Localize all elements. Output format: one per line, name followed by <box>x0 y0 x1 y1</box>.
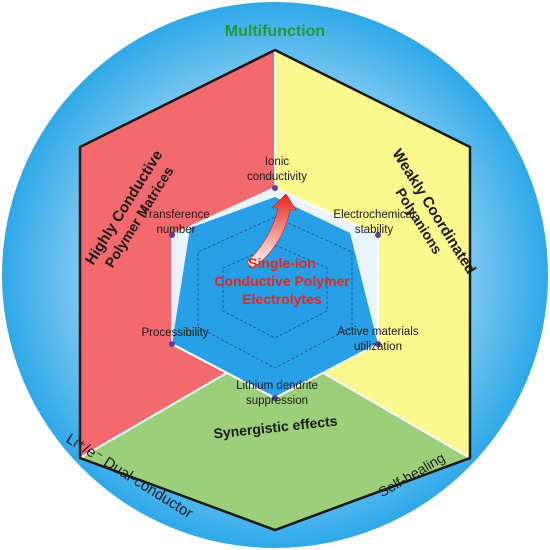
axis-label-transference-1: Transference <box>142 209 209 221</box>
axis-label-active-1: Active materials <box>337 326 418 338</box>
axis-label-electrochemical-2: stability <box>355 224 394 236</box>
bottom-sector <box>80 345 470 530</box>
axis-label-active-2: utilization <box>354 341 402 353</box>
axis-label-ionic-1: Ionic <box>265 156 290 168</box>
center-title-line2: Conductive Polymer <box>214 273 350 289</box>
radar-point-transference <box>169 232 175 238</box>
axis-label-transference-2: number <box>157 224 196 236</box>
center-title-line1: Single-ion <box>248 255 316 271</box>
radar-point-dendrite <box>272 395 278 401</box>
axis-label-ionic-2: conductivity <box>247 171 307 183</box>
radar-data-polygon <box>172 197 378 398</box>
radar-grid-inner <box>222 244 328 339</box>
axis-label-electrochemical-1: Electrochemical <box>333 209 414 221</box>
radar-point-processibility <box>169 341 175 347</box>
improvement-arrow <box>246 193 297 269</box>
radar-point-active-materials <box>375 341 381 347</box>
radar-point-electrochemical <box>375 232 381 238</box>
center-title-line3: Electrolytes <box>242 291 322 307</box>
outer-label-multifunction: Multifunction <box>225 23 325 40</box>
axis-label-dendrite-2: suppression <box>246 395 308 407</box>
radar-point-ionic <box>272 185 278 191</box>
radar-grid-mid <box>197 216 353 369</box>
outer-hexagon <box>78 48 472 532</box>
axis-label-dendrite-1: Lithium dendrite <box>236 380 318 392</box>
axis-label-processibility: Processibility <box>141 327 208 339</box>
